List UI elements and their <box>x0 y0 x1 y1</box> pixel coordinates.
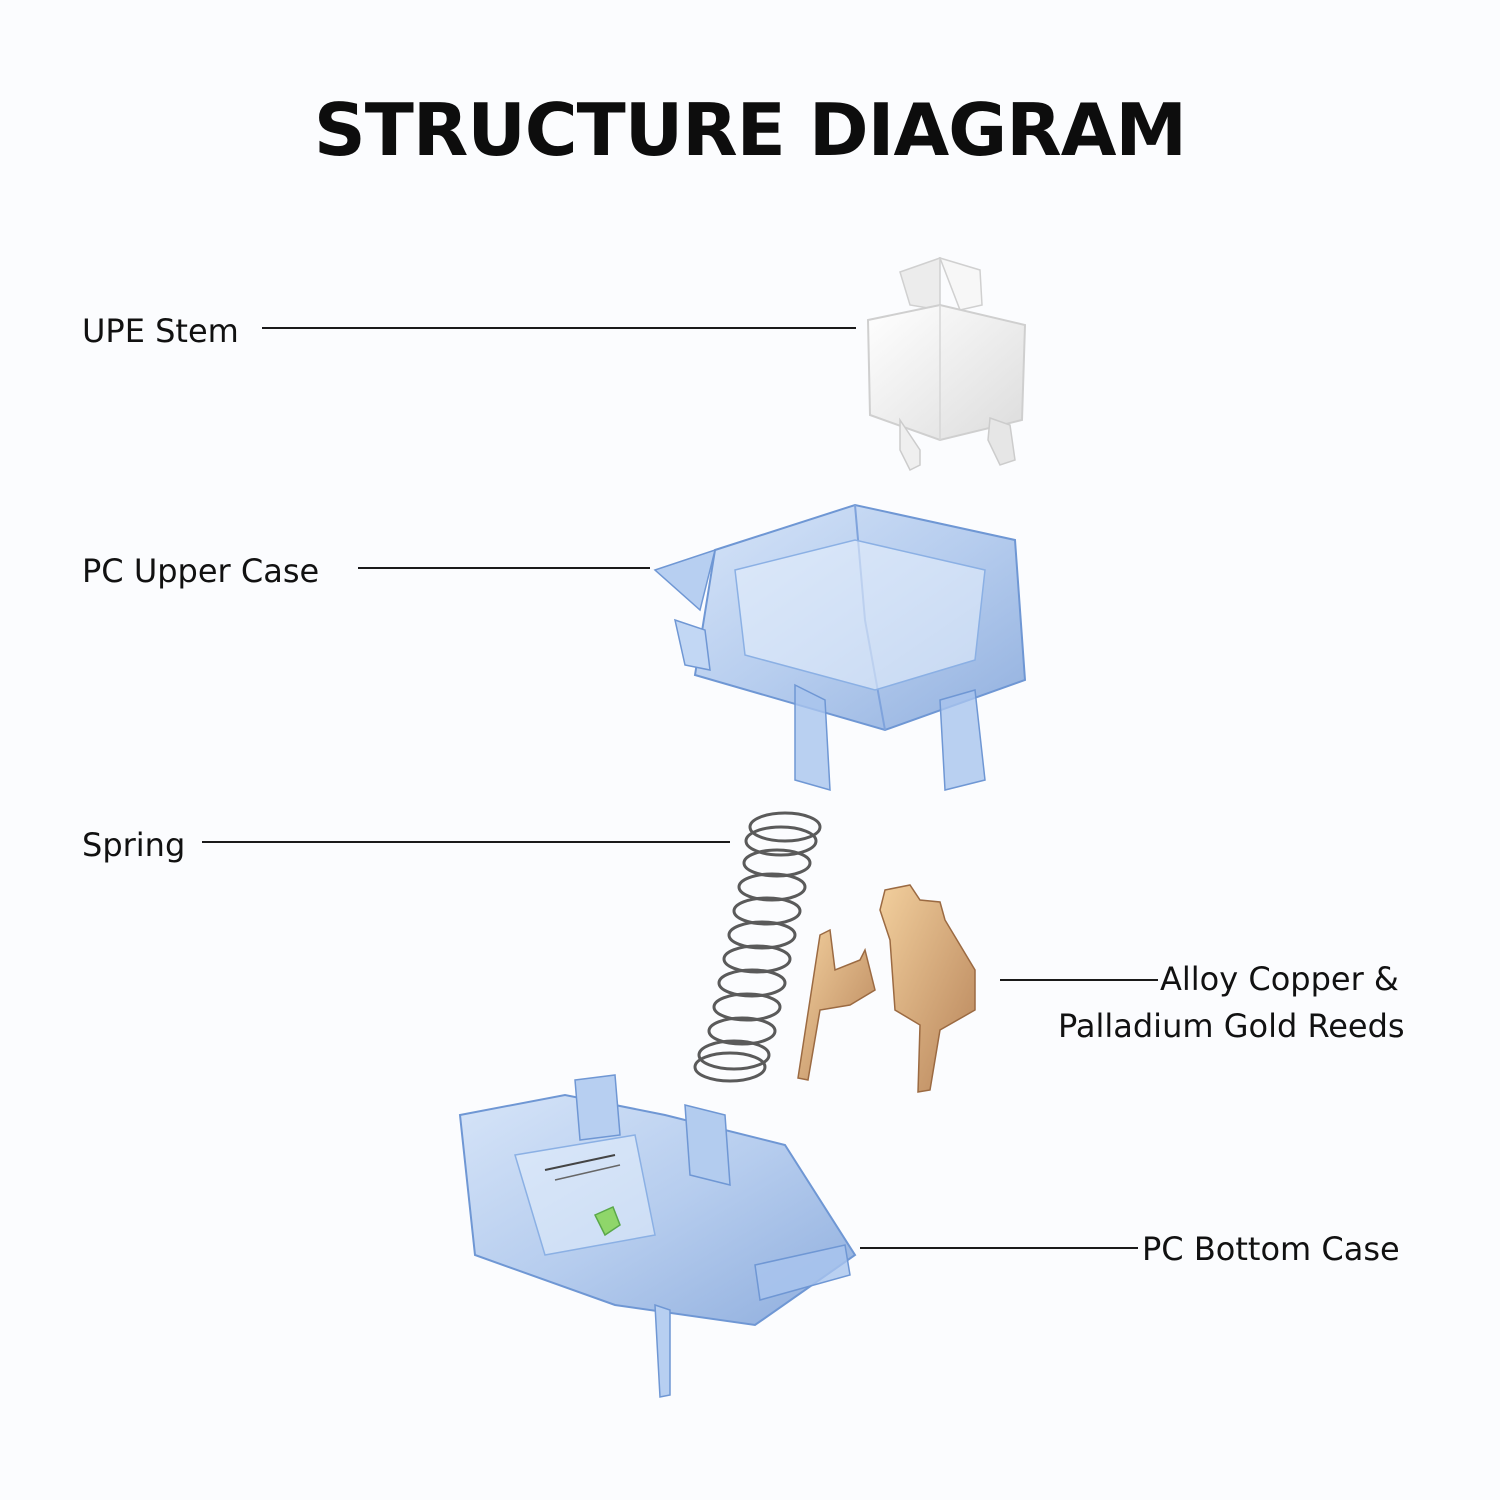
label-reeds-line2: Palladium Gold Reeds <box>1058 1007 1405 1045</box>
page-title: STRUCTURE DIAGRAM <box>313 88 1187 172</box>
label-upe-stem: UPE Stem <box>82 312 239 350</box>
leader-line-stem <box>262 327 856 329</box>
upe-stem-illustration <box>866 256 1027 472</box>
label-pc-bottom-case: PC Bottom Case <box>1142 1230 1400 1268</box>
leader-line-spring <box>202 841 730 843</box>
label-pc-upper-case: PC Upper Case <box>82 552 320 590</box>
leader-line-bottom-case <box>860 1247 1138 1249</box>
pc-bottom-case-illustration <box>458 1074 857 1398</box>
label-reeds-line1: Alloy Copper & <box>1160 960 1399 998</box>
leader-line-upper-case <box>358 567 650 569</box>
spring-illustration <box>693 811 822 1083</box>
label-spring: Spring <box>82 826 186 864</box>
gold-reeds-illustration <box>797 884 976 1093</box>
pc-upper-case-illustration <box>653 503 1027 792</box>
leader-line-reeds <box>1000 979 1158 981</box>
